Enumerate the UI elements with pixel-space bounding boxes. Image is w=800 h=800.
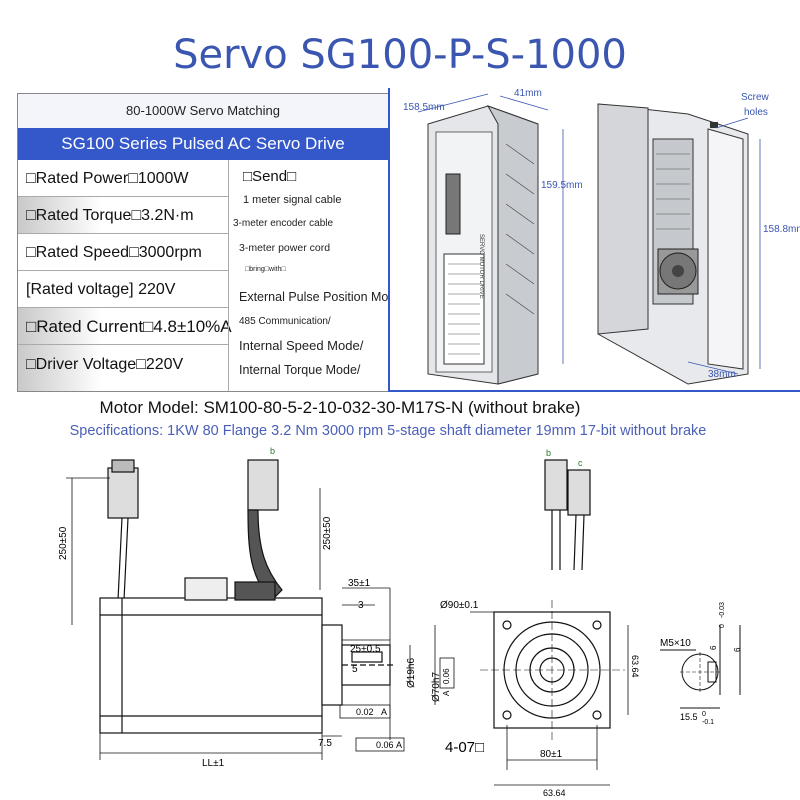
dim-m5: M5×10 (660, 638, 691, 649)
tol-0-06-b: 0.06 (376, 740, 394, 750)
dim-3: 3 (358, 600, 364, 611)
page-title: Servo SG100-P-S-1000 (173, 32, 627, 78)
motor-side-view (99, 459, 396, 734)
conn-b: b (546, 448, 551, 458)
dim-38: 38mm (708, 369, 736, 380)
send-column: □Send□ 1 meter signal cable 3-meter enco… (228, 160, 409, 391)
spec-row-driver-voltage: □Driver Voltage□220V (18, 345, 228, 391)
tol-a: A (442, 690, 451, 696)
dim-41: 41mm (514, 88, 542, 99)
dim-158-8: 158.8mm (763, 224, 800, 235)
drive-brand: SERVO MOTOR DRIVE (478, 234, 484, 299)
dim-63-64-height: 63.64 (630, 655, 640, 678)
tol-a-3: A (396, 740, 402, 750)
send-item: □bring□with□ (245, 266, 286, 273)
table-header-main: SG100 Series Pulsed AC Servo Drive (18, 128, 388, 160)
spec-row-rated-current: □Rated Current□4.8±10%A (18, 308, 232, 345)
spec-table: 80-1000W Servo Matching SG100 Series Pul… (17, 93, 409, 392)
send-item: Internal Torque Mode/ (239, 363, 361, 377)
motor-front-view (480, 459, 625, 740)
dim-holes: 4-07□ (445, 739, 484, 756)
spec-row-rated-torque: □Rated Torque□3.2N·m (18, 197, 228, 234)
dim-0: 0 (719, 624, 726, 628)
screw-label-2: holes (744, 107, 768, 118)
table-header-small: 80-1000W Servo Matching (18, 94, 388, 128)
send-item: Internal Speed Mode/ (239, 338, 364, 353)
send-item: 1 meter signal cable (243, 194, 342, 206)
send-item: 3-meter encoder cable (233, 218, 334, 229)
dim-158-5: 158.5mm (403, 102, 445, 113)
dim-cable-right: 250±50 (322, 516, 333, 550)
spec-row-rated-voltage: [Rated voltage] 220V (18, 271, 228, 308)
tol-0-06: 0.06 (442, 668, 451, 684)
screw-label: Screw (741, 92, 770, 103)
dim-7-5: 7.5 (318, 738, 332, 749)
spec-row-rated-speed: □Rated Speed□3000rpm (18, 234, 228, 271)
dim-25: 25±0.5 (350, 644, 381, 655)
send-item: 485 Communication/ (239, 316, 331, 327)
conn-c: c (578, 458, 583, 468)
dim-minus-0-03: -0.03 (719, 602, 726, 618)
dim-minus-0-1: -0.1 (702, 719, 714, 726)
dim-70h7: Ø70h7 (431, 672, 442, 702)
send-item: External Pulse Position Mode / (239, 290, 410, 304)
dim-19h6: Ø19h6 (406, 658, 417, 688)
tol-a-2: A (381, 707, 387, 717)
dim-cable-left: 250±50 (58, 526, 69, 560)
dim-80: 80±1 (540, 749, 563, 760)
drive-figure: SERVO MOTOR DRIVE 158.5mm 41mm 159.5mm S… (403, 88, 800, 385)
dim-6-b: 6 (733, 647, 742, 652)
dim-5: 5 (352, 664, 358, 675)
drive-back-view (597, 103, 749, 385)
conn-b-left: b (270, 446, 275, 456)
shaft-detail (660, 625, 741, 709)
dim-phi90: Ø90±0.1 (440, 600, 479, 611)
dim-63-64-width: 63.64 (543, 788, 566, 798)
dim-0-b: 0 (702, 711, 706, 718)
send-item: 3-meter power cord (239, 242, 331, 254)
tol-0-02: 0.02 (356, 707, 374, 717)
dim-6: 6 (709, 645, 718, 650)
motor-drawing: 250±50 250±50 35±1 3 25±0.5 5 Ø19h6 Ø70h… (58, 446, 742, 798)
motor-model: Motor Model: SM100-80-5-2-10-032-30-M17S… (99, 398, 581, 417)
dim-15-5: 15.5 (680, 712, 698, 722)
dim-35: 35±1 (348, 578, 371, 589)
dim-ll: LL±1 (202, 758, 225, 769)
spec-row-rated-power: □Rated Power□1000W (18, 160, 228, 197)
drive-front-view: SERVO MOTOR DRIVE (427, 105, 539, 385)
motor-specifications: Specifications: 1KW 80 Flange 3.2 Nm 300… (69, 423, 707, 439)
dim-159-5: 159.5mm (541, 180, 583, 191)
send-title: □Send□ (243, 168, 297, 185)
